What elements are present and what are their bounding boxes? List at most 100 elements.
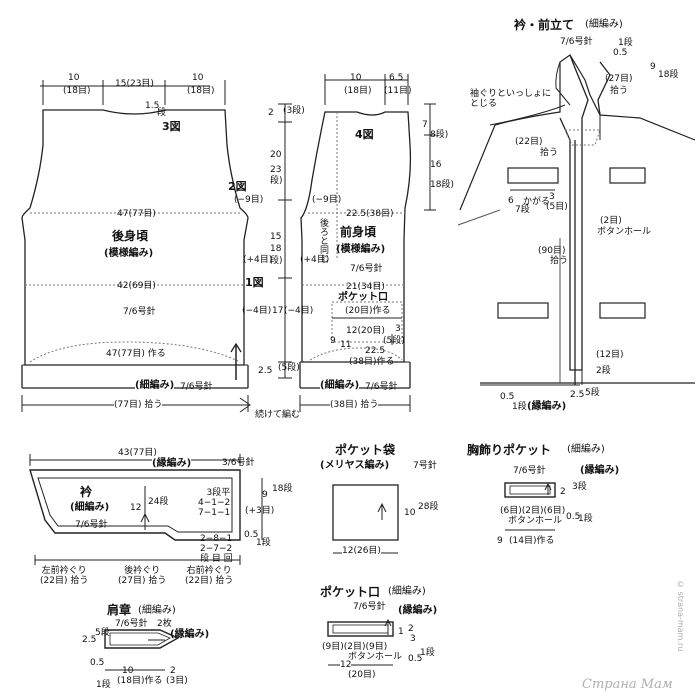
pocket-mouth-h-sub: 2: [408, 624, 414, 634]
chest-pocket-right-sub: 1段: [578, 514, 593, 524]
collar-band-pocket-rows-sub: (5目): [546, 202, 568, 212]
front-top-left-sub: (18目): [344, 86, 372, 96]
collar-band-kagaru: かがる: [523, 197, 551, 207]
collar-band-pocket-rows: 3: [549, 192, 555, 202]
dim-c: 15: [270, 232, 282, 242]
fig1-label: 1図: [245, 276, 264, 289]
back-width-upper: 47(77目): [117, 209, 156, 219]
collar-band-27: (27目): [605, 74, 633, 84]
back-width-bottom: 47(77目) 作る: [106, 349, 166, 359]
collar-band-bottom-w-sub: 5段: [585, 388, 600, 398]
pocket-mouth-right-sub: 1段: [420, 648, 435, 658]
collar-right-h2: 0.5: [244, 530, 259, 540]
collar-band-90: (90目): [538, 246, 566, 256]
collar-right-h-sub: 18段: [272, 484, 293, 494]
back-side-inc: (+4目): [243, 255, 273, 265]
front-needle: 7/6号針: [350, 264, 383, 274]
chest-pocket-title-sub: (細編み): [567, 444, 605, 455]
dim-b-sub: 23: [270, 165, 282, 175]
back-side-dec2: (−4目): [242, 306, 272, 316]
dim-a: 2: [268, 108, 274, 118]
watermark: Страна Мам: [582, 677, 673, 692]
front-side-h-sub: 11: [340, 340, 352, 350]
collar-band-bottom-left: 0.5: [500, 392, 515, 402]
dim-d: 17: [272, 306, 284, 316]
dim-e-sub: (5段): [278, 363, 300, 373]
chest-pocket-h-sub: 3段: [572, 482, 587, 492]
collar-band-bh: (2目): [600, 216, 622, 226]
collar-needle: 3/6号針: [222, 458, 255, 468]
back-body-shape: [21, 80, 251, 413]
front-body-shape: [299, 74, 436, 412]
collar-band-title: 衿・前立て: [514, 18, 575, 32]
collar-band-right-h-sub: 18段: [658, 70, 679, 80]
collar-band-pocket-h-sub: 7段: [515, 205, 530, 215]
front-width-bottom: 22.5: [365, 346, 386, 356]
chest-pocket-h: 2: [560, 487, 566, 497]
pocket-mouth-w-sub: (20目): [348, 670, 376, 680]
back-top-left-sub: (18目): [63, 86, 91, 96]
back-title: 後身頃: [112, 229, 149, 243]
chest-pocket-title: 胸飾りポケット: [467, 443, 552, 457]
back-side-dec: (−9目): [234, 195, 264, 205]
front-side-dec: (−9目): [312, 195, 342, 205]
epaulet-w-end: 2: [170, 666, 176, 676]
front-top-right: 6.5: [389, 73, 404, 83]
collar-band-rib: (縁編み): [527, 401, 567, 412]
back-top-right: 10: [192, 73, 204, 83]
collar-band-12: (12目): [596, 350, 624, 360]
collar-band-top-rows-sub: 1段: [618, 38, 633, 48]
fig4-label: 4図: [355, 128, 374, 141]
collar-band-bh-label: ボタンホール: [597, 227, 652, 237]
epaulet-w: 10: [122, 666, 134, 676]
pocket-mouth-h: 1: [398, 627, 404, 637]
collar-rows-note2: 2−8−1 2−7−2 段 目 回: [200, 534, 233, 564]
collar-band-bottom-2: 2段: [596, 366, 611, 376]
collar-rows-note: 3段平 4−1−2 7−1−1: [198, 488, 231, 518]
collar-band-needle: 7/6号針: [560, 37, 593, 47]
back-top-left: 10: [68, 73, 80, 83]
pocket-mouth-needle: 7/6号針: [353, 602, 386, 612]
front-top-left: 10: [350, 73, 362, 83]
epaulet-h: 2.5: [82, 635, 97, 645]
front-width-upper: 22.5(38目): [346, 209, 394, 219]
collar-edge: (縁編み): [152, 458, 192, 469]
collar-shape: [29, 454, 263, 565]
fig3-label: 3図: [162, 120, 181, 133]
back-needle: 7/6号針: [123, 307, 156, 317]
collar-needle2: 7/6号針: [75, 520, 108, 530]
back-neck-drop-unit: 段: [157, 108, 167, 118]
back-pickup: (77目) 拾う: [114, 400, 163, 410]
epaulet-shape: [104, 629, 180, 671]
epaulet-h2: 0.5: [90, 658, 105, 668]
dim-c-sub: 18: [270, 244, 282, 254]
chest-pocket-edge: (縁編み): [580, 465, 620, 476]
chest-pocket-sts: (6目)(2目)(6目): [500, 506, 566, 516]
dim-d-sub: (−4目): [284, 306, 314, 316]
collar-band-right-h: 9: [650, 62, 656, 72]
front-arm-h: 7: [422, 120, 428, 130]
chest-pocket-bh: ボタンホール: [508, 516, 563, 526]
collar-pick-right: 右前衿ぐり (22目) 拾う: [185, 566, 234, 586]
epaulet-needle: 7/6号針: [115, 619, 148, 629]
back-neck-drop: 1.5: [145, 101, 160, 111]
watermark-side: © strana-mam.ru: [676, 580, 685, 652]
center-dimension-line: [278, 103, 292, 379]
front-arm-h-sub: 8段): [430, 130, 449, 140]
collar-right-h2-sub: 1段: [256, 538, 271, 548]
collar-title: 衿: [80, 485, 93, 499]
pocket-mouth-shape: [327, 618, 394, 666]
front-width-bottom-sub: (38目)作る: [349, 357, 395, 367]
collar-band-pick3: 拾う: [550, 256, 569, 266]
epaulet-h-sub: 5段: [95, 628, 110, 638]
collar-band-pick2: 拾う: [540, 148, 559, 158]
front-arm-h2-sub: 18段): [430, 180, 454, 190]
collar-band-title-sub: (細編み): [585, 19, 623, 30]
pocket-bag-h-sub: 28段: [418, 502, 439, 512]
chest-pocket-shape: [504, 482, 556, 531]
front-side-h: 9: [330, 336, 336, 346]
collar-band-pocket-h: 6: [508, 196, 514, 206]
epaulet-w-end-sub: (3目): [166, 676, 188, 686]
dim-e: 2.5: [258, 366, 273, 376]
